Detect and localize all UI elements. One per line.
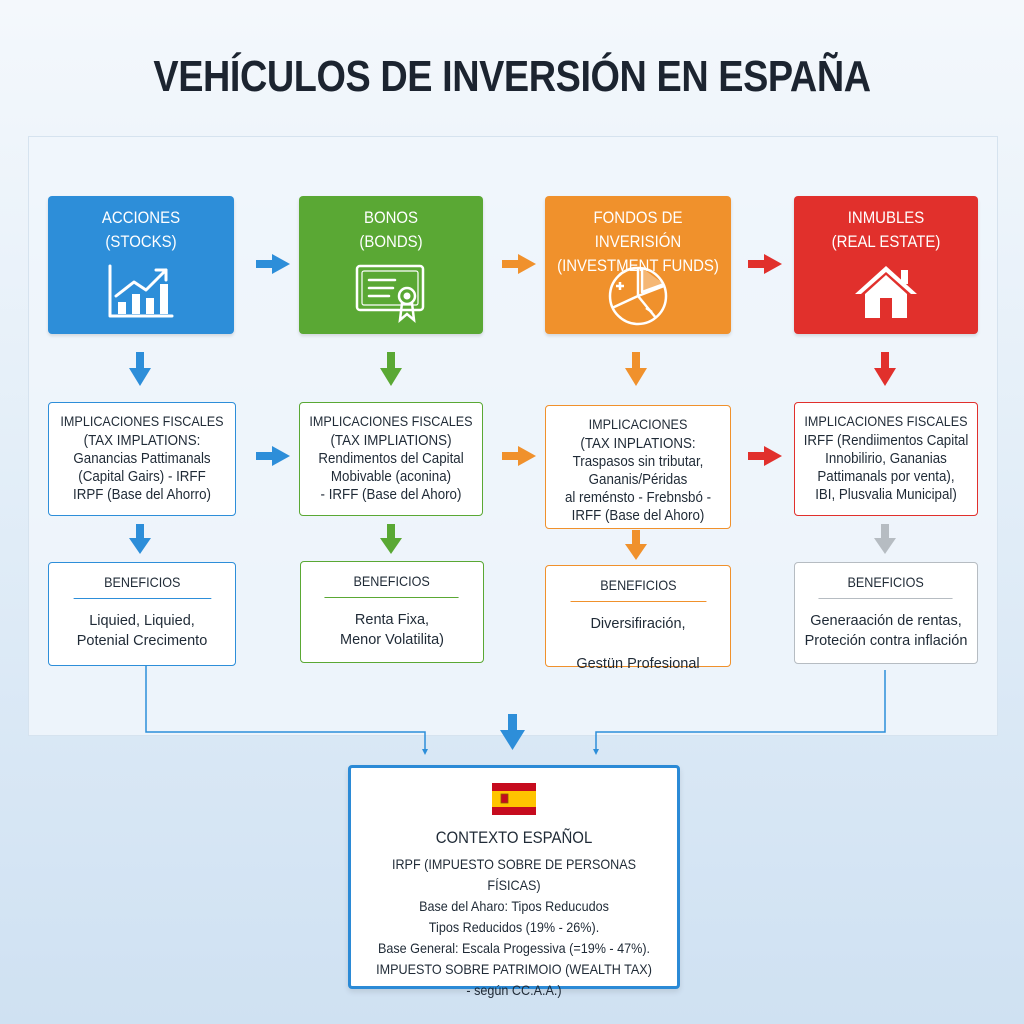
arrow-bonds-to-funds [502,254,536,274]
page-title: VEHÍCULOS DE INVERSIÓN EN ESPAÑA [153,52,871,101]
funds-benefits-text: Diversifiración, Gestün Profesional [576,616,700,672]
realestate-tax-box: IMPLICACIONES FISCALES IRFF (Rendiimento… [794,402,978,516]
arrow-tax-bonds-to-funds [502,446,536,466]
connector-lines-to-context [145,665,886,755]
realestate-benefits-title: BENEFICIOS [818,573,954,599]
bonds-benefits-title: BENEFICIOS [324,572,460,598]
funds-header-title: FONDOS DE INVERISIÓN [593,208,683,251]
arrow-funds-to-realestate [748,254,782,274]
bonds-header: BONOS (BONDS) [299,196,483,334]
stocks-benefits-box: BENEFICIOS Liquied, Liquied, Potenial Cr… [48,562,236,666]
arrow-realestate-down-2 [874,524,896,554]
arrow-funds-down-2 [625,530,647,560]
arrow-stocks-to-bonds [256,254,290,274]
realestate-benefits-text: Generaación de rentas, Proteción contra … [804,613,968,649]
funds-header: FONDOS DE INVERISIÓN (INVESTMENT FUNDS) [545,196,731,334]
stocks-tax-title: IMPLICACIONES FISCALES [60,413,224,429]
funds-benefits-box: BENEFICIOS Diversifiración, Gestün Profe… [545,565,731,672]
stocks-header-subtitle: (STOCKS) [105,232,177,251]
house-icon [855,266,917,318]
arrow-bonds-down-1 [380,352,402,386]
certificate-icon [355,264,425,324]
arrow-funds-down-1 [625,352,647,386]
bonds-benefits-box: BENEFICIOS Renta Fixa, Menor Volatilita) [300,561,484,663]
arrow-stocks-down-2 [129,524,151,554]
realestate-header: INMUBLES (REAL ESTATE) [794,196,978,334]
funds-benefits-title: BENEFICIOS [570,576,706,602]
arrow-bonds-down-2 [380,524,402,554]
stocks-tax-text: (TAX IMPLATIONS: Ganancias Pattimanals (… [73,433,211,503]
funds-tax-title: IMPLICACIONES [588,416,688,432]
arrow-center-down [500,714,525,750]
bonds-tax-text: (TAX IMPLIATIONS) Rendimentos del Capita… [318,433,464,503]
funds-tax-box: IMPLICACIONES (TAX INPLATIONS: Traspasos… [545,405,731,529]
realestate-tax-text: IRFF (Rendiimentos Capital Innobilirio, … [803,433,969,503]
bonds-header-title: BONOS [363,208,419,227]
bonds-tax-title: IMPLICACIONES FISCALES [309,413,473,429]
arrow-tax-stocks-to-bonds [256,446,290,466]
realestate-header-title: INMUBLES [847,208,925,227]
funds-tax-text: (TAX INPLATIONS: Traspasos sin tributar,… [564,436,712,524]
bonds-header-subtitle: (BONDS) [359,232,423,251]
realestate-header-subtitle: (REAL ESTATE) [831,232,941,251]
bonds-tax-box: IMPLICACIONES FISCALES (TAX IMPLIATIONS)… [299,402,483,516]
context-text: IRPF (IMPUESTO SOBRE DE PERSONAS FÍSICAS… [376,856,652,998]
stocks-tax-box: IMPLICACIONES FISCALES (TAX IMPLATIONS: … [48,402,236,516]
realestate-tax-title: IMPLICACIONES FISCALES [804,413,968,429]
growth-chart-icon [108,264,174,318]
pie-chart-icon [608,266,668,326]
spanish-context-box: CONTEXTO ESPAÑOL IRPF (IMPUESTO SOBRE DE… [348,765,680,998]
bonds-benefits-text: Renta Fixa, Menor Volatilita) [340,612,444,648]
arrow-tax-funds-to-realestate [748,446,782,466]
arrow-realestate-down-1 [874,352,896,386]
stocks-header: ACCIONES (STOCKS) [48,196,234,334]
stocks-benefits-title: BENEFICIOS [73,573,211,599]
funds-header-subtitle: (INVESTMENT FUNDS) [557,256,719,275]
context-title: CONTEXTO ESPAÑOL [435,828,593,847]
stocks-benefits-text: Liquied, Liquied, Potenial Crecimento [76,613,208,649]
spain-flag-icon [492,783,536,815]
arrow-stocks-down-1 [129,352,151,386]
realestate-benefits-box: BENEFICIOS Generaación de rentas, Protec… [794,562,978,664]
stocks-header-title: ACCIONES [101,208,181,227]
